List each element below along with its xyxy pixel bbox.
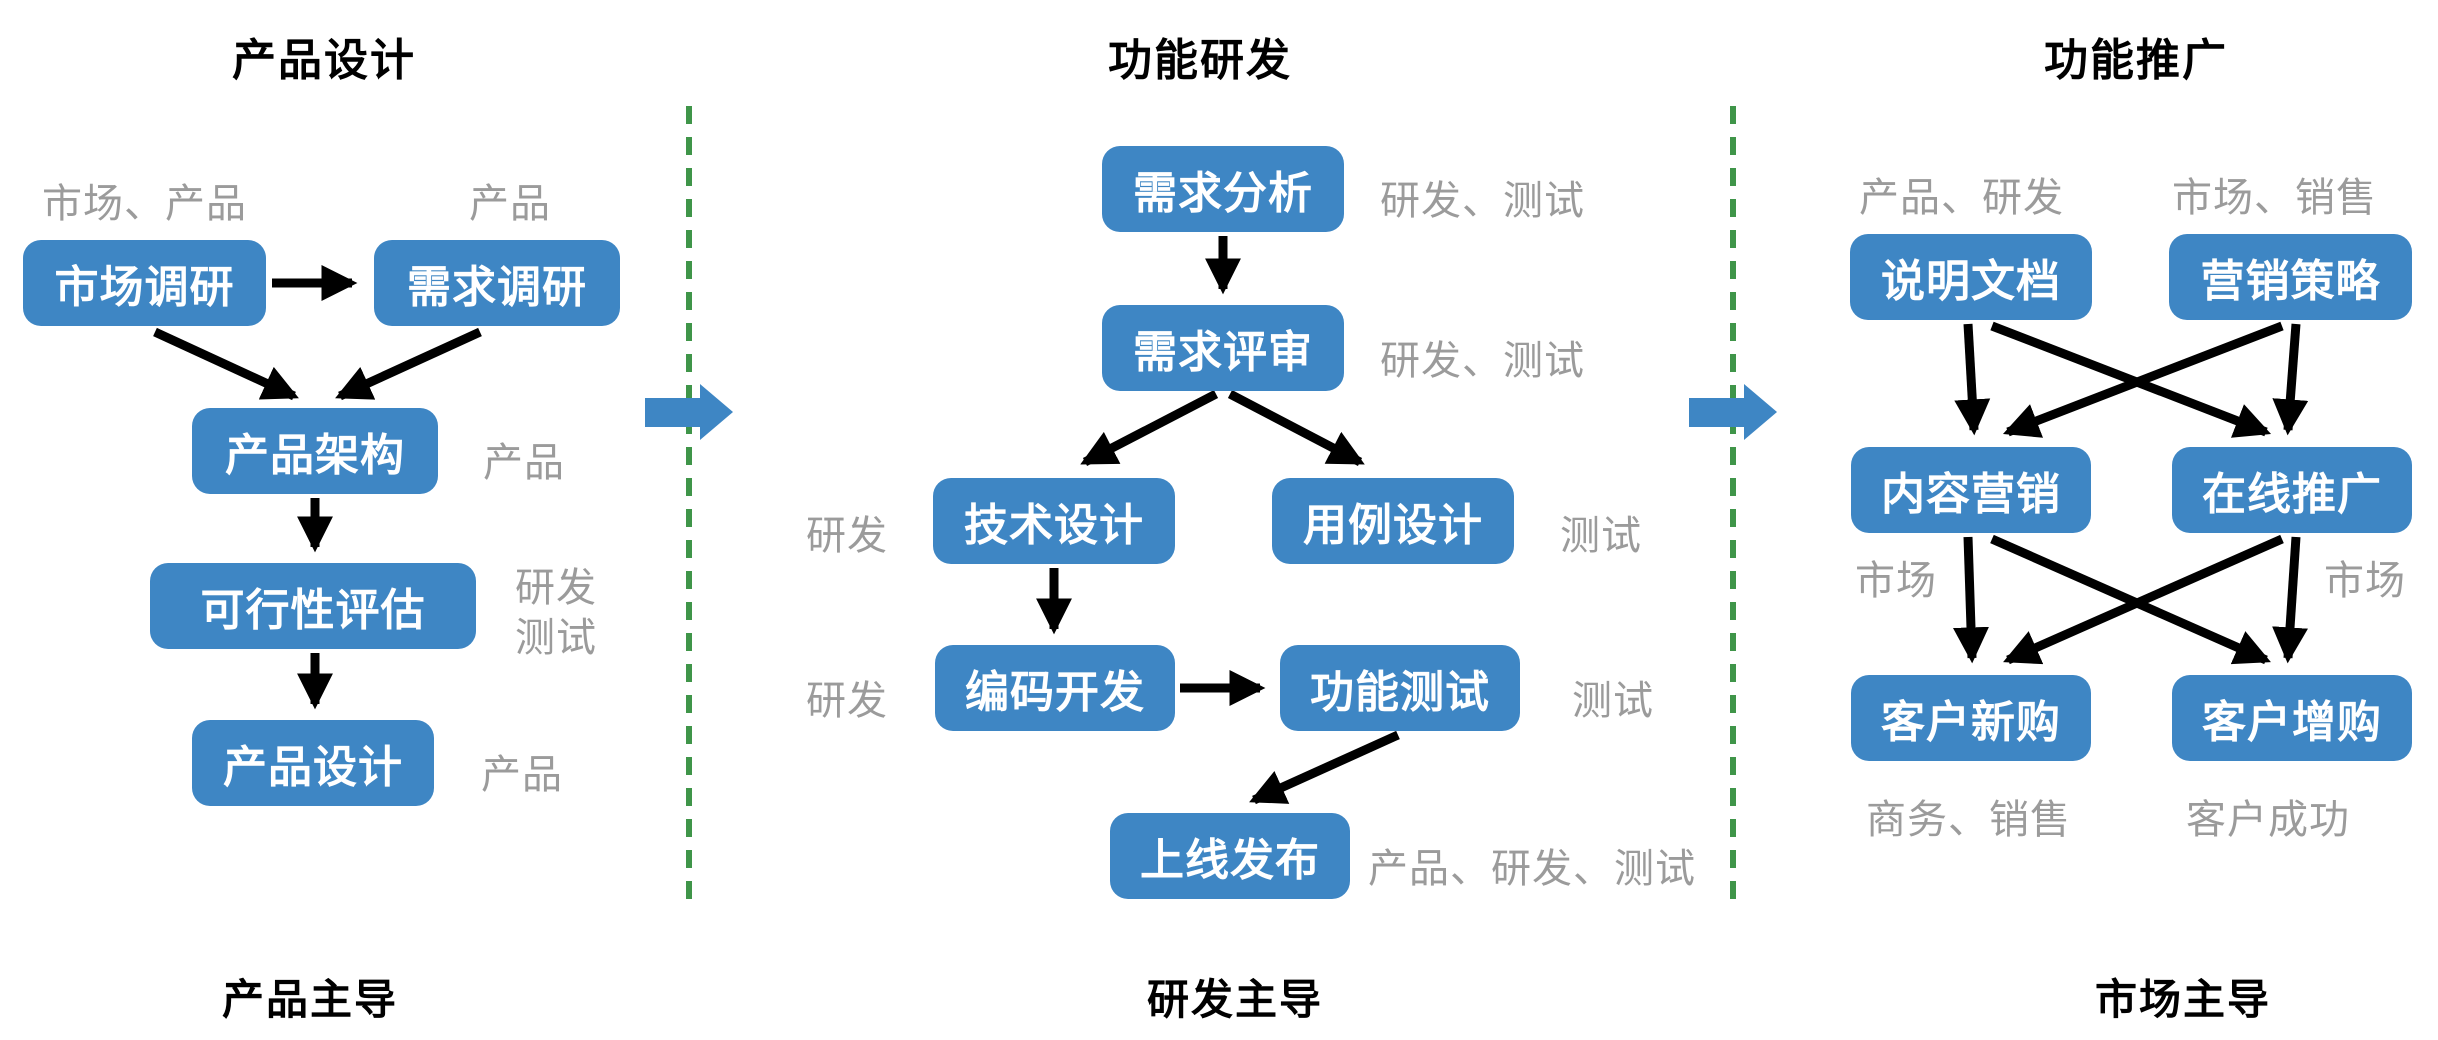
node-doc: 说明文档 xyxy=(1850,234,2092,320)
role-label-market-1: 市场 xyxy=(1855,559,1937,603)
stage-title-feature-dev: 功能研发 xyxy=(1108,36,1292,85)
stage-footer-product-led: 产品主导 xyxy=(221,976,398,1023)
node-architecture: 产品架构 xyxy=(192,408,438,494)
stage-title-feature-promo: 功能推广 xyxy=(2044,36,2228,85)
edge-content-marketing-to-repurchase xyxy=(1990,534,2271,665)
node-coding: 编码开发 xyxy=(935,645,1175,731)
node-content-marketing: 内容营销 xyxy=(1851,447,2091,533)
role-label-market-product: 市场、产品 xyxy=(42,182,247,226)
node-req-analysis: 需求分析 xyxy=(1102,146,1344,232)
role-label-test-2: 测试 xyxy=(1572,679,1654,723)
role-label-test-1: 测试 xyxy=(1560,514,1642,558)
stage-transition-arrow-1 xyxy=(645,384,733,440)
role-label-rd-test-1: 研发、测试 xyxy=(1380,179,1585,223)
role-label-product-1: 产品 xyxy=(469,182,551,226)
edge-doc-to-content-marketing xyxy=(1954,323,1991,436)
role-label-rd-2: 研发 xyxy=(806,679,888,723)
edge-strategy-to-content-marketing xyxy=(2002,321,2284,438)
role-label-market-sales: 市场、销售 xyxy=(2172,176,2377,220)
edge-online-promo-to-repurchase xyxy=(2272,536,2308,664)
role-label-customer-success: 客户成功 xyxy=(2186,798,2350,842)
role-label-market-2: 市场 xyxy=(2324,559,2406,603)
edge-req-review-to-tech-design xyxy=(1080,390,1219,466)
edge-market-research-to-architecture xyxy=(153,327,299,401)
node-release: 上线发布 xyxy=(1110,813,1350,899)
role-label-rd-1: 研发 xyxy=(806,514,888,558)
role-label-biz-sales: 商务、销售 xyxy=(1866,798,2071,842)
edge-strategy-to-online-promo xyxy=(2272,323,2309,436)
role-label-product-2: 产品 xyxy=(483,441,565,485)
role-label-rd-test-2: 研发、测试 xyxy=(1380,339,1585,383)
node-new-purchase: 客户新购 xyxy=(1851,675,2091,761)
edge-req-research-to-architecture xyxy=(335,327,482,401)
node-repurchase: 客户增购 xyxy=(2172,675,2412,761)
stage-footer-rd-led: 研发主导 xyxy=(1146,976,1323,1023)
node-func-test: 功能测试 xyxy=(1280,645,1520,731)
role-label-product-rd: 产品、研发 xyxy=(1859,176,2064,220)
node-marketing-strategy: 营销策略 xyxy=(2169,234,2412,320)
edge-online-promo-to-new-purchase xyxy=(2003,534,2284,665)
role-label-rd-test: 研发 测试 xyxy=(515,566,597,660)
edge-doc-to-online-promo xyxy=(1990,321,2272,438)
role-label-product-rd-test: 产品、研发、测试 xyxy=(1368,847,1696,891)
stage-title-product-design: 产品设计 xyxy=(232,36,416,85)
stage-footer-market-led: 市场主导 xyxy=(2094,976,2271,1023)
edge-func-test-to-release xyxy=(1249,730,1400,805)
role-label-product-3: 产品 xyxy=(481,753,563,797)
node-online-promo: 在线推广 xyxy=(2172,447,2412,533)
stage-transition-arrow-2 xyxy=(1689,384,1777,440)
node-product-design: 产品设计 xyxy=(192,720,434,806)
node-tech-design: 技术设计 xyxy=(933,478,1175,564)
node-req-research: 需求调研 xyxy=(374,240,620,326)
node-market-research: 市场调研 xyxy=(23,240,266,326)
node-feasibility: 可行性评估 xyxy=(150,563,476,649)
node-req-review: 需求评审 xyxy=(1102,305,1344,391)
edge-req-review-to-case-design xyxy=(1227,390,1365,466)
edge-content-marketing-to-new-purchase xyxy=(1952,536,1989,664)
node-case-design: 用例设计 xyxy=(1272,478,1514,564)
